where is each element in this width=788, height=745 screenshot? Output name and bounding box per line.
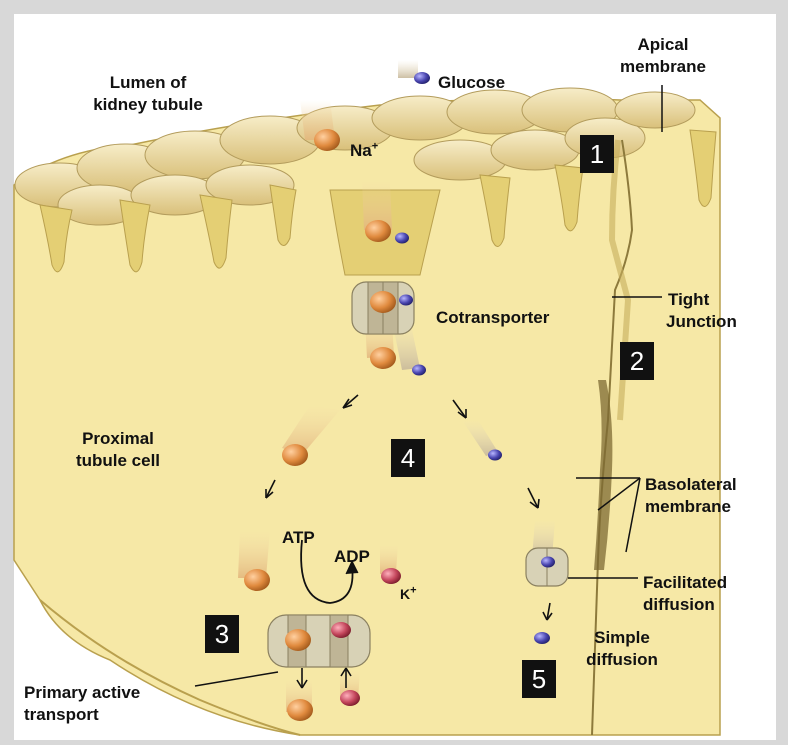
- facilitated-label-line1: Facilitated: [643, 573, 728, 592]
- apical-label-line2: membrane: [620, 57, 706, 76]
- glucose-molecule: [414, 72, 430, 84]
- potassium-charge: +: [410, 584, 417, 597]
- potassium-ion: [331, 622, 351, 638]
- sodium-ion: [282, 444, 308, 466]
- primary-active-transport-label: Primary active transport: [24, 682, 140, 726]
- step-1-marker: 1: [580, 135, 614, 173]
- step-3-marker: 3: [205, 615, 239, 653]
- tight-label-line2: Junction: [666, 312, 737, 331]
- sodium-ion: [370, 291, 396, 313]
- particle-trails: [238, 60, 555, 712]
- glucose-label: Glucose: [438, 73, 506, 92]
- potassium-label: K+: [400, 583, 417, 605]
- adp-label: ADP: [334, 547, 370, 566]
- simple-diffusion-label: Simple diffusion: [572, 627, 672, 671]
- cotransporter-label: Cotransporter: [436, 308, 550, 327]
- apical-microvilli: [14, 87, 696, 226]
- step-5-marker: 5: [522, 660, 556, 698]
- apical-label-line1: Apical: [637, 35, 689, 54]
- potassium-ion: [381, 568, 401, 584]
- simple-label-line2: diffusion: [586, 650, 658, 669]
- sodium-charge: +: [371, 140, 379, 153]
- basolateral-label-line2: membrane: [645, 497, 731, 516]
- sodium-ion: [365, 220, 391, 242]
- primary-label-line2: transport: [24, 705, 99, 724]
- step-2-marker: 2: [620, 342, 654, 380]
- glucose-molecule: [399, 294, 413, 306]
- glucose-molecule: [412, 364, 426, 376]
- basolateral-edge: [39, 599, 301, 736]
- sodium-ion: [285, 629, 311, 651]
- sodium-ion: [370, 347, 396, 369]
- simple-label-line1: Simple: [594, 628, 650, 647]
- basolateral-label-line1: Basolateral: [645, 475, 737, 494]
- tight-junction-label: Tight Junction: [666, 289, 768, 333]
- lumen-label-line2: kidney tubule: [93, 95, 203, 114]
- leader-lines: [194, 85, 663, 687]
- cell-boundary-line: [591, 139, 634, 736]
- direction-arrows: [265, 394, 553, 689]
- potassium-ion: [340, 690, 360, 706]
- step-4-marker: 4: [391, 439, 425, 477]
- primary-label-line1: Primary active: [24, 683, 141, 702]
- glucose-molecule: [541, 556, 555, 568]
- lumen-label-line1: Lumen of: [109, 73, 187, 92]
- lumen-label: Lumen of kidney tubule: [78, 72, 218, 116]
- sodium-symbol: Na: [350, 141, 372, 160]
- apical-folds: [39, 129, 717, 273]
- facilitated-diffusion-label: Facilitated diffusion: [643, 572, 727, 616]
- basolateral-membrane-label: Basolateral membrane: [645, 474, 737, 518]
- glucose-molecule: [534, 632, 550, 644]
- apical-membrane-label: Apical membrane: [608, 34, 718, 78]
- glucose-molecule: [488, 449, 502, 461]
- proximal-label-line1: Proximal: [82, 429, 154, 448]
- glucose-molecule: [395, 232, 409, 244]
- tight-label-line1: Tight: [668, 290, 710, 309]
- facilitated-label-line2: diffusion: [643, 595, 715, 614]
- potassium-symbol: K: [400, 586, 411, 602]
- sodium-label: Na+: [350, 140, 378, 162]
- particles: [244, 72, 555, 721]
- sodium-ion: [287, 699, 313, 721]
- sodium-potassium-pump: [267, 614, 371, 668]
- sodium-ion: [314, 129, 340, 151]
- lateral-space: [594, 380, 613, 570]
- proximal-label-line2: tubule cell: [75, 451, 161, 470]
- atp-label: ATP: [282, 528, 315, 547]
- sodium-ion: [244, 569, 270, 591]
- proximal-cell-label: Proximal tubule cell: [58, 428, 178, 472]
